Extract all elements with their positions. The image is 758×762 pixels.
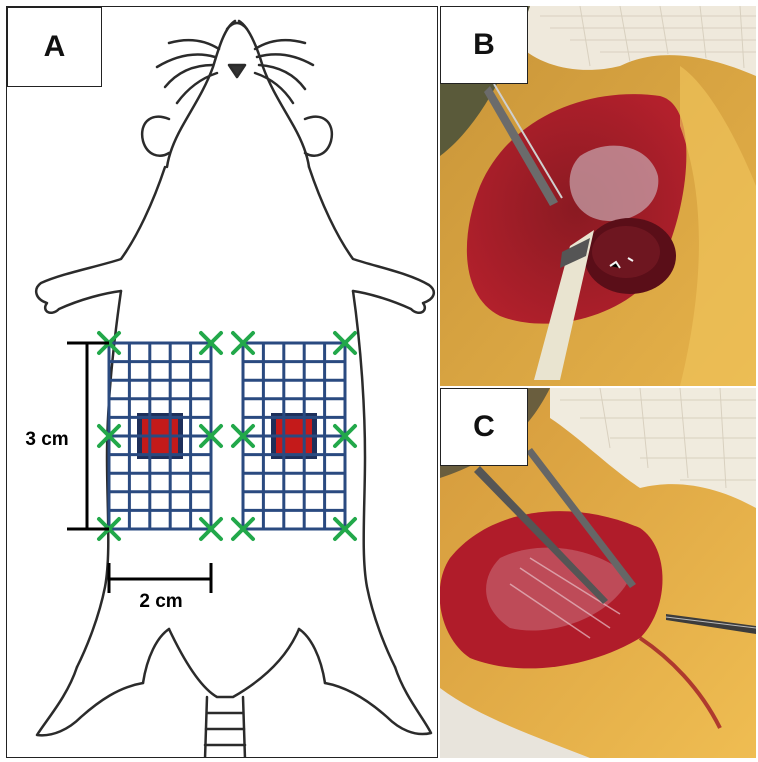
panel-b-surgical-photo: B xyxy=(440,6,756,386)
rat-schematic-drawing: 3 cm 2 cm xyxy=(7,7,438,758)
width-dimension-line xyxy=(109,563,211,593)
panel-a-schematic: 3 cm 2 cm A xyxy=(6,6,438,758)
panel-b-label: B xyxy=(440,6,528,84)
panel-c-surgical-photo: C xyxy=(440,388,756,758)
width-dimension-label: 2 cm xyxy=(139,591,182,612)
scaffold-grid-right xyxy=(233,333,355,539)
scaffold-grids xyxy=(99,333,355,539)
scaffold-grid-left xyxy=(99,333,221,539)
panel-a-label: A xyxy=(7,7,102,87)
panel-c-label: C xyxy=(440,388,528,466)
height-dimension-label: 3 cm xyxy=(25,429,68,450)
rat-outline xyxy=(36,21,434,758)
